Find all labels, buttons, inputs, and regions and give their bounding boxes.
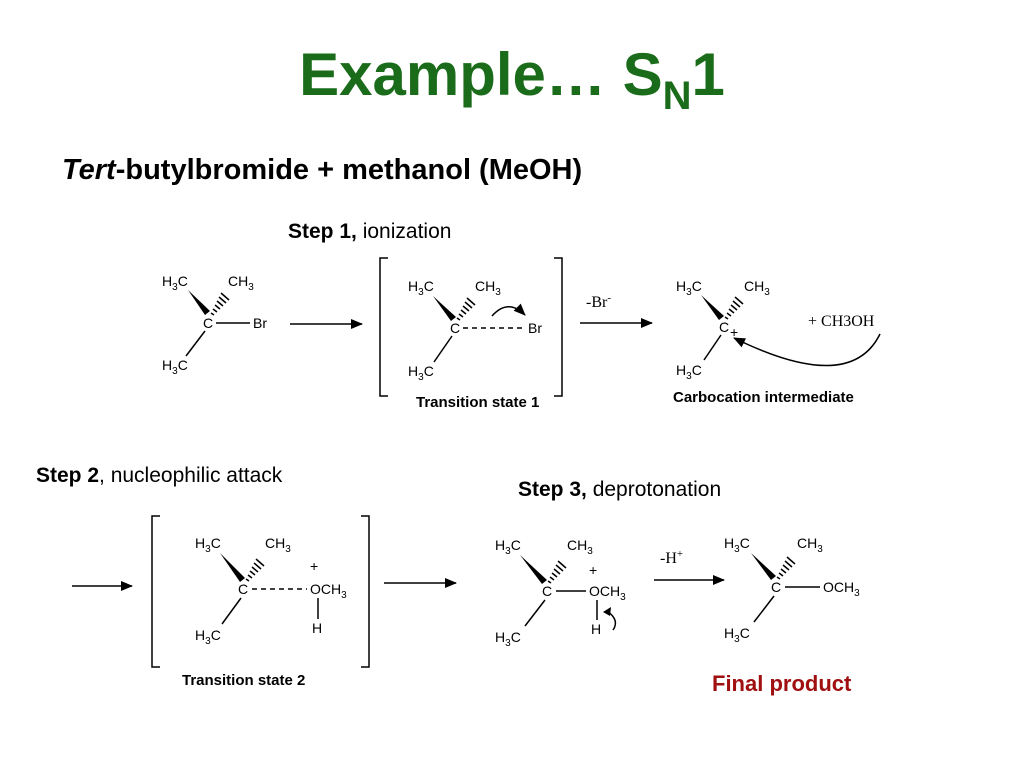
ts1-caption: Transition state 1: [416, 394, 540, 411]
hash-bond: [724, 296, 744, 320]
atom-h: H: [312, 620, 322, 636]
curved-arrow-head: [603, 607, 611, 616]
atom-h3c-top: H3C: [724, 535, 750, 555]
atom-c-center: C: [203, 315, 213, 331]
svg-text:H3C: H3C: [162, 273, 188, 293]
atom-och3: OCH3: [310, 581, 347, 601]
atom-och3: OCH3: [823, 579, 860, 599]
atom-h3c-top: H3C: [162, 273, 188, 293]
bond-c-ch3: [221, 597, 242, 625]
svg-text:H3C: H3C: [495, 537, 521, 557]
svg-text:H3C: H3C: [162, 357, 188, 377]
wedge-bond: [220, 553, 245, 582]
atom-ch3-top: CH3: [475, 278, 501, 298]
bond-c-ch3: [753, 595, 775, 623]
svg-text:H3C: H3C: [676, 278, 702, 298]
molecule-tbutyl-bromide: H3C CH3 C Br H3C: [162, 273, 267, 377]
bond-c-ch3: [703, 334, 722, 361]
svg-text:H3C: H3C: [724, 535, 750, 555]
bracket-left: [151, 515, 160, 668]
svg-text:CH3: CH3: [744, 278, 770, 298]
atom-h3c-top: H3C: [495, 537, 521, 557]
svg-text:H3C: H3C: [408, 363, 434, 383]
svg-text:CH3: CH3: [475, 278, 501, 298]
bracket-right: [554, 257, 563, 397]
atom-br: Br: [253, 315, 267, 331]
minus-br-label: -Br-: [586, 292, 611, 311]
final-product-molecule: H3C CH3 C OCH3 H3C: [724, 535, 860, 645]
atom-ch3-top: CH3: [797, 535, 823, 555]
atom-ch3-top: CH3: [228, 273, 254, 293]
bond-c-ch3: [185, 330, 206, 357]
hash-bond: [245, 558, 265, 582]
reaction-subtitle: Tert-butylbromide + methanol (MeOH): [62, 154, 583, 186]
atom-c-cation: C: [719, 319, 729, 335]
final-product-caption: Final product: [712, 671, 852, 696]
svg-text:CH3: CH3: [265, 535, 291, 555]
ts2-caption: Transition state 2: [182, 672, 306, 689]
step3-label: Step 3, deprotonation: [518, 478, 722, 501]
bracket-left: [379, 257, 388, 397]
svg-text:CH3: CH3: [567, 537, 593, 557]
bracket-right: [361, 515, 370, 668]
page-title: Example… SN1: [299, 41, 725, 118]
protonated-ether: H3C CH3 C + OCH3 H H3C: [495, 537, 626, 649]
atom-h3c-bottom: H3C: [724, 625, 750, 645]
curved-arrow-leaving: [491, 303, 526, 317]
oxonium-charge: +: [589, 562, 597, 578]
atom-c-center: C: [542, 583, 552, 599]
hash-bond: [210, 292, 230, 316]
svg-text:H3C: H3C: [195, 535, 221, 555]
step1-label: Step 1, ionization: [288, 220, 452, 243]
transition-state-2: H3C CH3 C + OCH3 H H3C: [151, 515, 370, 668]
carbocation-caption: Carbocation intermediate: [673, 389, 854, 406]
atom-h3c-bottom: H3C: [676, 362, 702, 382]
svg-text:H3C: H3C: [195, 627, 221, 647]
wedge-bond: [433, 296, 456, 321]
wedge-bond: [520, 555, 547, 584]
atom-ch3-top: CH3: [567, 537, 593, 557]
atom-c-center: C: [450, 320, 460, 336]
methanol-reagent: + CH3OH: [808, 313, 875, 330]
atom-h3c-top: H3C: [195, 535, 221, 555]
atom-och3: OCH3: [589, 583, 626, 603]
atom-h: H: [591, 621, 601, 637]
oxonium-charge: +: [310, 558, 318, 574]
wedge-bond: [701, 295, 724, 320]
cation-charge: +: [730, 324, 738, 340]
transition-state-1: H3C CH3 C Br H3C: [379, 257, 563, 397]
curved-arrow-attack: [733, 333, 881, 367]
atom-h3c-bottom: H3C: [495, 629, 521, 649]
wedge-bond: [188, 290, 210, 315]
hash-bond: [547, 560, 567, 584]
atom-c-center: C: [238, 581, 248, 597]
atom-c-center: C: [771, 579, 781, 595]
svg-text:CH3: CH3: [228, 273, 254, 293]
hash-bond: [456, 297, 476, 321]
svg-text:H3C: H3C: [495, 629, 521, 649]
atom-ch3-top: CH3: [265, 535, 291, 555]
svg-text:CH3: CH3: [797, 535, 823, 555]
svg-text:H3C: H3C: [408, 278, 434, 298]
bond-c-ch3: [433, 335, 453, 363]
atom-br: Br: [528, 320, 542, 336]
bond-c-ch3: [524, 599, 546, 627]
svg-text:OCH3: OCH3: [310, 581, 347, 601]
svg-text:H3C: H3C: [676, 362, 702, 382]
svg-text:H3C: H3C: [724, 625, 750, 645]
hash-bond: [776, 556, 796, 580]
minus-h-label: -H+: [660, 548, 683, 567]
atom-h3c-top: H3C: [676, 278, 702, 298]
atom-h3c-top: H3C: [408, 278, 434, 298]
wedge-bond: [751, 553, 776, 580]
svg-text:OCH3: OCH3: [589, 583, 626, 603]
step2-label: Step 2, nucleophilic attack: [36, 464, 283, 487]
atom-h3c-bottom: H3C: [195, 627, 221, 647]
svg-text:OCH3: OCH3: [823, 579, 860, 599]
carbocation-intermediate: H3C CH3 C + H3C: [676, 278, 770, 382]
atom-h3c-bottom: H3C: [162, 357, 188, 377]
atom-h3c-bottom: H3C: [408, 363, 434, 383]
atom-ch3-top: CH3: [744, 278, 770, 298]
